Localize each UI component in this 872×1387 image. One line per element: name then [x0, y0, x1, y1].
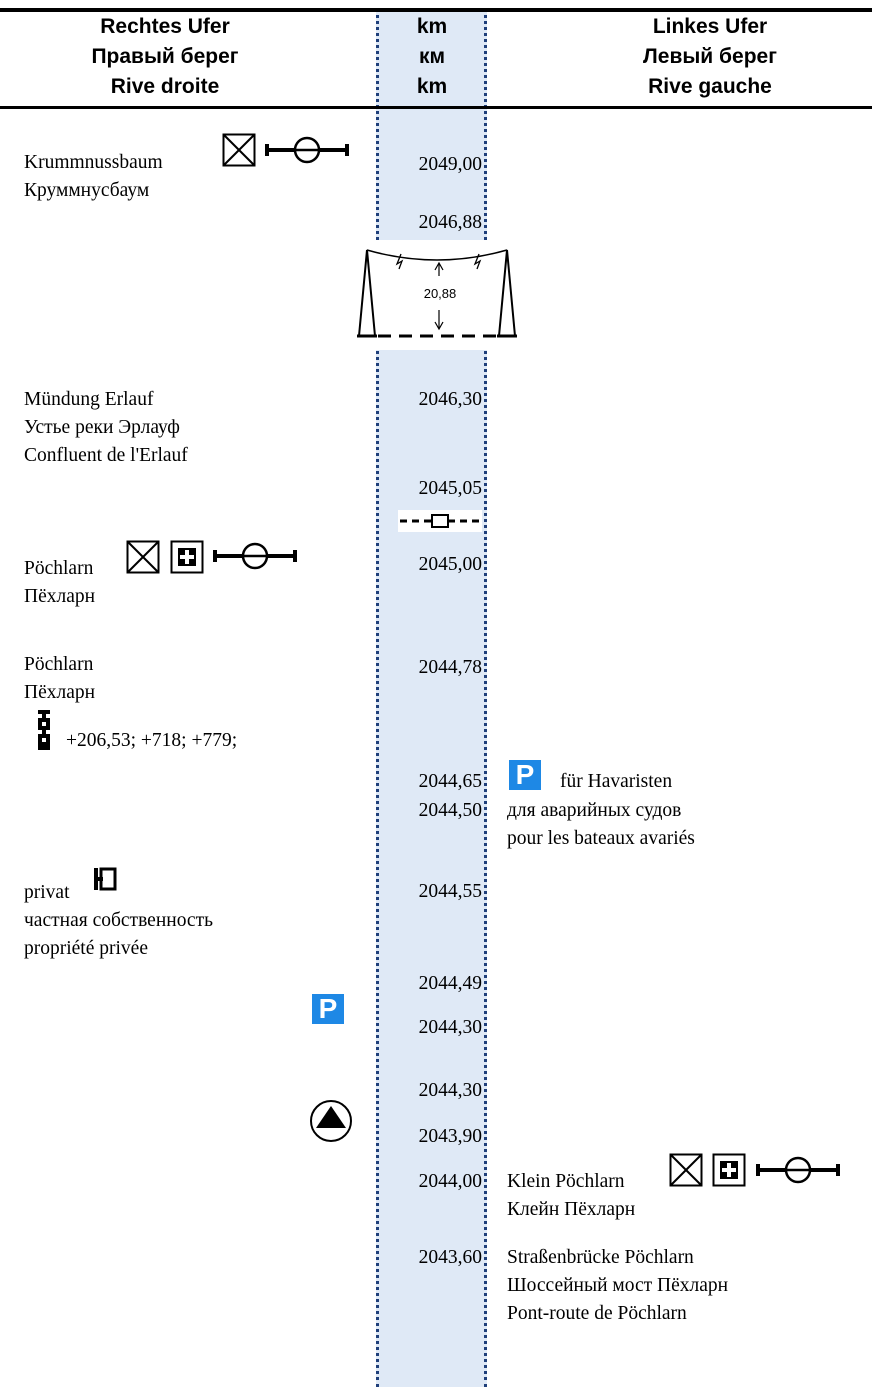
krummnussbaum-ru: Круммнусбаум [24, 180, 150, 201]
header-km-fr: km [416, 75, 448, 98]
privat-fr: propriété privée [24, 938, 148, 959]
havaristen-ru: для аварийных судов [507, 800, 682, 821]
header-right-bank: Rechtes Ufer Правый берег Rive droite [10, 12, 320, 102]
havaristen-de: für Havaristen [560, 771, 673, 792]
parking-sign-icon: P [509, 760, 541, 790]
header-left-bank-fr: Rive gauche [648, 75, 772, 98]
checkered-mark-icon [38, 710, 50, 750]
km-2044-78: 2044,78 [418, 657, 482, 678]
km-2044-50: 2044,50 [418, 800, 482, 821]
triangle-disc-icon [310, 1100, 352, 1142]
km-2046-30: 2046,30 [418, 389, 482, 410]
km-2044-49: 2044,49 [418, 973, 482, 994]
header-left-bank-ru: Левый берег [643, 45, 777, 68]
header-bottom-rule [0, 106, 872, 109]
privat-de: privat [24, 882, 70, 903]
krummnussbaum-de: Krummnussbaum [24, 152, 163, 173]
klein-ru: Клейн Пёхларн [507, 1199, 636, 1220]
erlauf-ru: Устье реки Эрлауф [24, 417, 180, 438]
clearance-height: 20,88 [423, 286, 457, 301]
cross-box-icon [222, 133, 256, 167]
km-column-band [376, 8, 487, 1387]
pochlarn1-ru: Пёхларн [24, 586, 96, 607]
privat-ru: частная собственность [24, 910, 214, 931]
header-left-bank: Linkes Ufer Левый берег Rive gauche [560, 12, 860, 102]
pochlarn2-de: Pöchlarn [24, 654, 94, 675]
pochlarn2-note: +206,53; +718; +779; [66, 730, 238, 751]
havaristen-fr: pour les bateaux avariés [507, 828, 695, 849]
header-km-de: km [416, 15, 448, 38]
pipeline-icon [756, 1156, 840, 1184]
header-right-bank-de: Rechtes Ufer [100, 15, 230, 38]
cross-box-icon [669, 1153, 703, 1187]
first-aid-icon [712, 1153, 746, 1187]
header-right-bank-fr: Rive droite [110, 75, 220, 98]
parking-sign-icon: P [312, 994, 344, 1024]
ferry-cable-icon [398, 510, 482, 532]
km-2043-90: 2043,90 [418, 1126, 482, 1147]
bridge-de: Straßenbrücke Pöchlarn [507, 1247, 694, 1268]
cross-box-icon [126, 540, 160, 574]
header-km: km км km [380, 12, 484, 102]
power-line-icon [357, 249, 517, 338]
header-top-rule [0, 8, 872, 12]
bridge-ru: Шоссейный мост Пёхларн [507, 1275, 729, 1296]
erlauf-fr: Confluent de l'Erlauf [24, 445, 188, 466]
km-2044-00: 2044,00 [418, 1171, 482, 1192]
klein-de: Klein Pöchlarn [507, 1171, 625, 1192]
header-km-ru: км [418, 45, 446, 68]
pipeline-icon [213, 542, 297, 570]
header-left-bank-de: Linkes Ufer [652, 15, 768, 38]
first-aid-icon [170, 540, 204, 574]
km-2043-60: 2043,60 [418, 1247, 482, 1268]
private-berth-icon [94, 867, 117, 891]
pochlarn1-de: Pöchlarn [24, 558, 94, 579]
power-line-gap [370, 240, 494, 350]
km-2045-00: 2045,00 [418, 554, 482, 575]
erlauf-de: Mündung Erlauf [24, 389, 154, 410]
bridge-fr: Pont-route de Pöchlarn [507, 1303, 687, 1324]
km-2044-65: 2044,65 [418, 771, 482, 792]
km-2044-55: 2044,55 [418, 881, 482, 902]
km-2046-88: 2046,88 [418, 212, 482, 233]
km-2045-05: 2045,05 [418, 478, 482, 499]
header-right-bank-ru: Правый берег [91, 45, 239, 68]
pipeline-icon [265, 136, 349, 164]
km-2044-30: 2044,30 [418, 1017, 482, 1038]
km-2044-30-b: 2044,30 [418, 1080, 482, 1101]
pochlarn2-ru: Пёхларн [24, 682, 96, 703]
km-2049-00: 2049,00 [418, 154, 482, 175]
